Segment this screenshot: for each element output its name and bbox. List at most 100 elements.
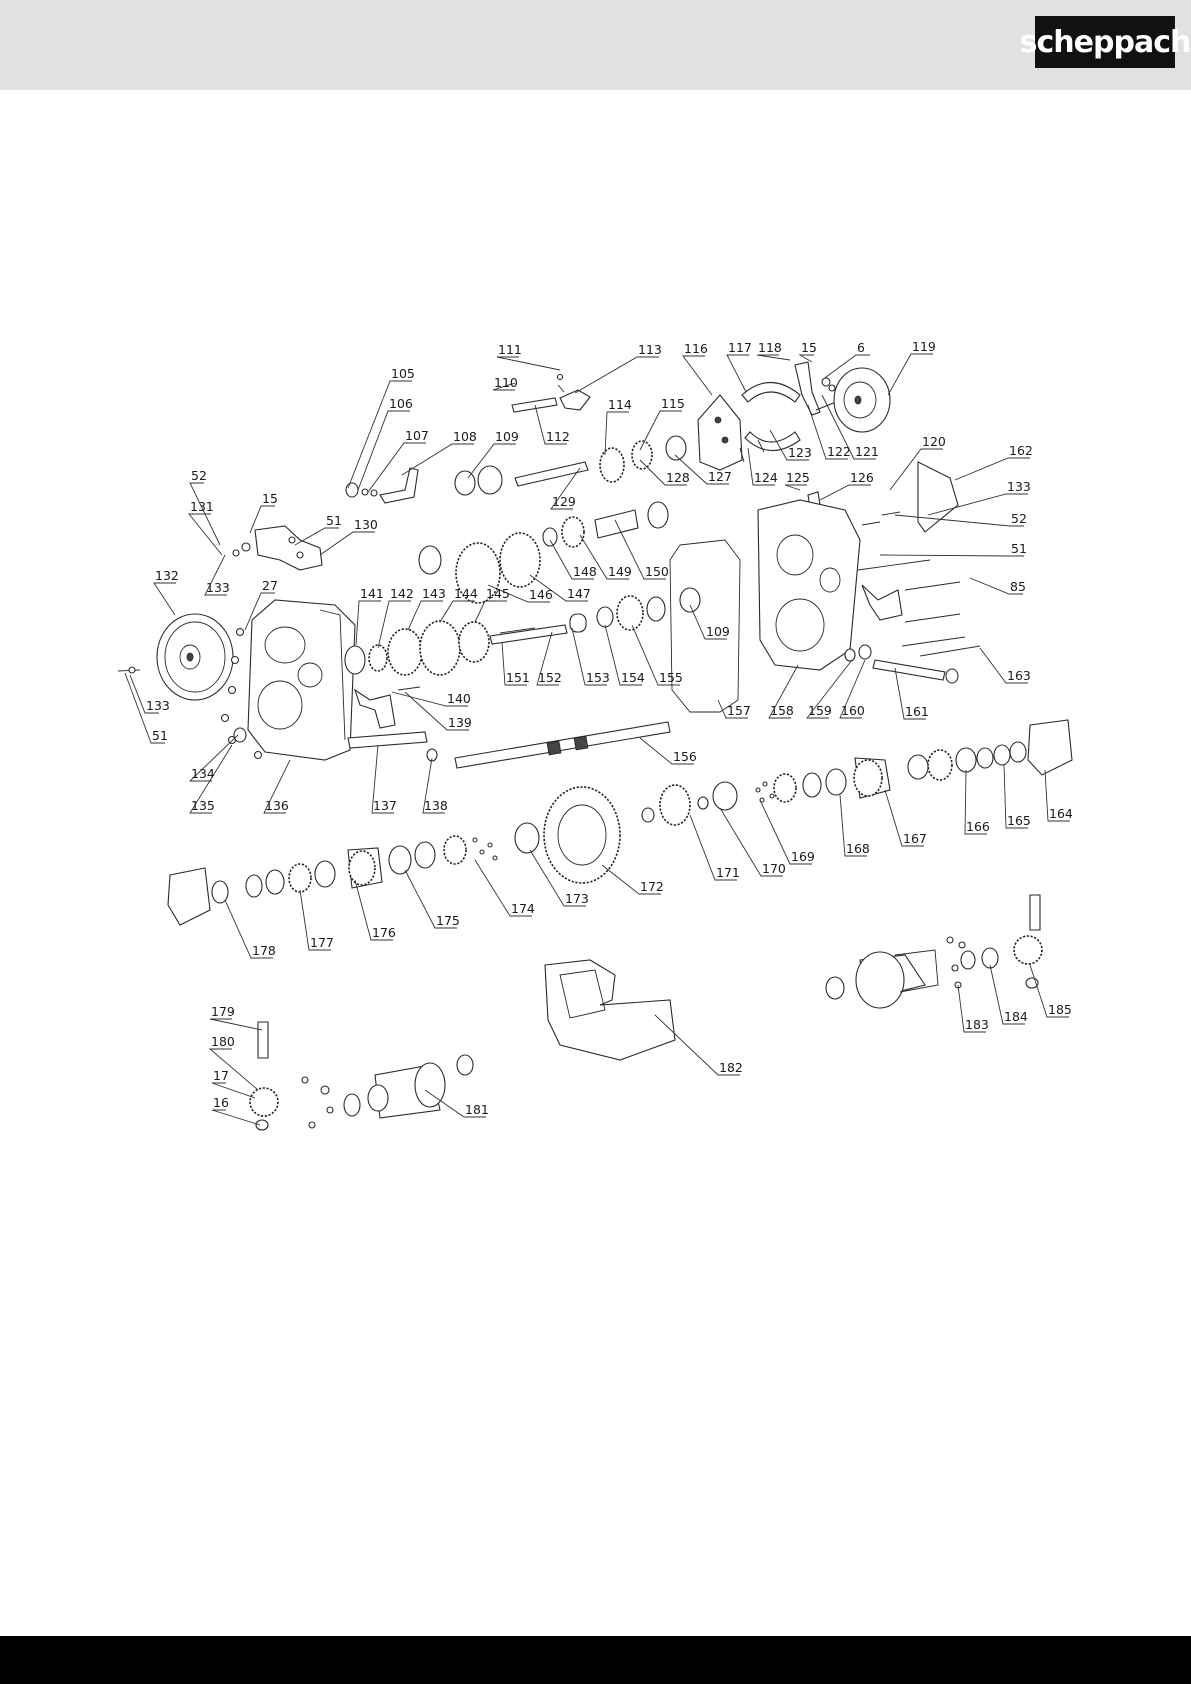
callout-label-147: 147 <box>567 586 591 601</box>
callout-leader-159 <box>806 659 853 719</box>
page-footer <box>0 1636 1191 1684</box>
callout-leader-160 <box>839 659 866 719</box>
callout-label-51: 51 <box>152 728 168 743</box>
callout-label-51: 51 <box>1011 541 1027 556</box>
callout-label-155: 155 <box>659 670 683 685</box>
callout-leader-119 <box>887 353 933 396</box>
callout-label-126: 126 <box>850 470 874 485</box>
callout-leader-51 <box>294 527 339 546</box>
callout-leader-177 <box>299 889 331 951</box>
callout-leader-176 <box>354 879 393 941</box>
callout-label-114: 114 <box>608 397 632 412</box>
callout-leader-137 <box>371 744 394 814</box>
callout-label-144: 144 <box>454 586 478 601</box>
callout-leader-114 <box>604 411 629 456</box>
callout-label-171: 171 <box>716 865 740 880</box>
callout-label-127: 127 <box>708 469 732 484</box>
callout-leader-156 <box>639 737 694 765</box>
callout-leader-180 <box>208 1048 259 1091</box>
callout-label-175: 175 <box>436 913 460 928</box>
callout-label-118: 118 <box>758 340 782 355</box>
callout-leader-105 <box>347 380 412 489</box>
callout-label-133: 133 <box>1007 479 1031 494</box>
callout-leader-144 <box>439 600 475 623</box>
callout-leader-109 <box>689 604 727 640</box>
callout-label-163: 163 <box>1007 668 1031 683</box>
callout-label-136: 136 <box>265 798 289 813</box>
callout-leader-141 <box>355 600 381 646</box>
callout-label-145: 145 <box>486 586 510 601</box>
callout-leader-17 <box>211 1082 256 1099</box>
callout-label-166: 166 <box>966 819 990 834</box>
callout-leader-112 <box>534 404 567 445</box>
callout-leader-52 <box>189 482 221 546</box>
callout-label-106: 106 <box>389 396 413 411</box>
callout-label-154: 154 <box>621 670 645 685</box>
callout-leader-118 <box>756 354 791 361</box>
callout-leader-136 <box>263 759 291 814</box>
callout-label-150: 150 <box>645 564 669 579</box>
callout-leader-145 <box>474 600 507 623</box>
callout-leader-138 <box>422 757 445 814</box>
callout-leader-175 <box>404 869 457 929</box>
callout-label-183: 183 <box>965 1017 989 1032</box>
callout-leader-182 <box>654 1014 740 1076</box>
callout-leader-166 <box>964 769 987 835</box>
callout-label-125: 125 <box>786 470 810 485</box>
callout-leader-169 <box>759 799 812 865</box>
callout-leader-165 <box>1003 764 1028 829</box>
callout-leader-133 <box>204 554 227 596</box>
callout-leader-120 <box>889 448 943 491</box>
callout-leader-132 <box>153 582 176 616</box>
callout-label-140: 140 <box>447 691 471 706</box>
callout-label-132: 132 <box>155 568 179 583</box>
callout-label-170: 170 <box>762 861 786 876</box>
callout-leader-179 <box>209 1018 263 1031</box>
callout-leader-148 <box>549 539 594 580</box>
callout-label-123: 123 <box>788 445 812 460</box>
callout-label-173: 173 <box>565 891 589 906</box>
callout-leader-130 <box>319 531 375 556</box>
callout-leader-153 <box>571 627 607 686</box>
callout-leader-147 <box>529 574 588 602</box>
callout-leader-157 <box>717 699 748 719</box>
callout-label-178: 178 <box>252 943 276 958</box>
callout-leader-149 <box>579 534 629 580</box>
callout-leader-173 <box>529 849 586 907</box>
callout-label-116: 116 <box>684 341 708 356</box>
callout-label-110: 110 <box>494 375 518 390</box>
callout-leader-135 <box>189 744 233 814</box>
callout-label-148: 148 <box>573 564 597 579</box>
callout-leader-126 <box>819 484 871 501</box>
callout-leader-164 <box>1044 769 1070 822</box>
callout-leader-110 <box>492 382 516 391</box>
callout-leader-133 <box>927 493 1028 516</box>
callout-leader-170 <box>719 807 783 877</box>
callout-leader-150 <box>614 519 666 580</box>
callout-label-129: 129 <box>552 494 576 509</box>
callout-label-152: 152 <box>538 670 562 685</box>
callout-leader-107 <box>367 442 426 493</box>
callout-leader-111 <box>496 356 561 371</box>
callout-label-185: 185 <box>1048 1002 1072 1017</box>
callout-label-130: 130 <box>354 517 378 532</box>
callout-label-158: 158 <box>770 703 794 718</box>
callout-label-122: 122 <box>827 444 851 459</box>
callout-label-134: 134 <box>191 766 215 781</box>
callout-label-137: 137 <box>373 798 397 813</box>
callout-label-165: 165 <box>1007 813 1031 828</box>
callout-leader-125 <box>784 484 807 491</box>
callout-leader-116 <box>682 355 713 396</box>
callout-label-174: 174 <box>511 901 535 916</box>
callout-leader-85 <box>969 577 1023 595</box>
callout-leader-168 <box>839 794 867 857</box>
callout-label-167: 167 <box>903 831 927 846</box>
callout-leader-184 <box>989 964 1025 1025</box>
callout-label-117: 117 <box>728 340 752 355</box>
callout-label-133: 133 <box>206 580 230 595</box>
callout-leader-167 <box>884 789 924 847</box>
callout-label-164: 164 <box>1049 806 1073 821</box>
callout-leader-15 <box>249 505 275 534</box>
callout-label-111: 111 <box>498 342 522 357</box>
